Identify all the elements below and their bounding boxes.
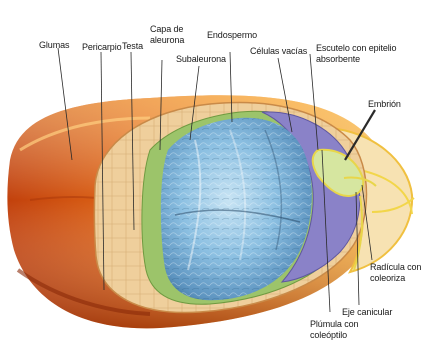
label-subaleurona: Subaleurona (176, 54, 226, 64)
label-radicula-2: coleoriza (370, 273, 405, 283)
label-eje-canicular: Eje canicular (342, 307, 392, 317)
label-testa: Testa (122, 41, 143, 51)
label-capa-aleurona-2: aleurona (150, 35, 184, 45)
label-escutelo-2: absorbente (316, 54, 360, 64)
label-capa-aleurona-1: Capa de (150, 24, 183, 34)
label-radicula-1: Radícula con (370, 262, 421, 272)
label-plumula-2: coleóptilo (310, 330, 347, 340)
label-glumas: Glumas (39, 40, 69, 50)
label-pericarpio: Pericarpio (82, 42, 122, 52)
label-embrion: Embrión (368, 99, 401, 109)
label-plumula-1: Plúmula con (310, 319, 358, 329)
label-celulas-vacias: Células vacías (250, 46, 307, 56)
label-endospermo: Endospermo (207, 30, 257, 40)
label-escutelo-1: Escutelo con epitelio (316, 43, 396, 53)
